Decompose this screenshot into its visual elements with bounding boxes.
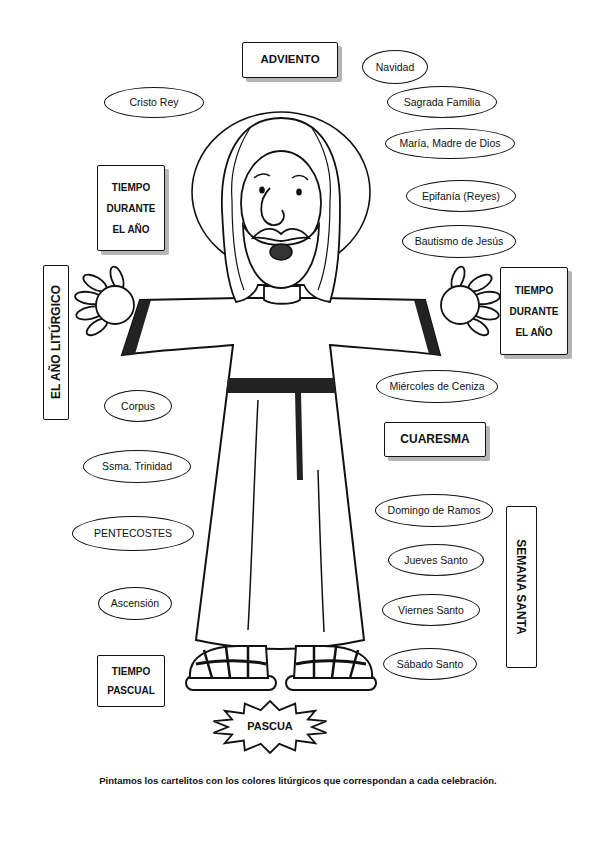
node-label: Bautismo de Jesús (415, 235, 504, 248)
season-box: ADVIENTO (242, 42, 338, 78)
robe-folds (248, 400, 324, 632)
title-band: SEMANA SANTA (506, 506, 537, 668)
caption-text: Pintamos los cartelitos con los colores … (0, 775, 596, 786)
mouth (270, 244, 292, 260)
feast-oval: Jueves Santo (388, 544, 484, 576)
left-sandal (186, 646, 276, 690)
node-label: Ascensión (111, 597, 159, 610)
node-label: TIEMPO DURANTE EL AÑO (506, 280, 562, 343)
node-label: ADVIENTO (260, 53, 319, 67)
node-label: Sábado Santo (397, 658, 464, 671)
node-label: Jueves Santo (404, 554, 468, 567)
season-box: CUARESMA (384, 422, 486, 457)
left-eye (259, 187, 265, 194)
season-box: TIEMPO DURANTE EL AÑO (500, 267, 568, 355)
node-label: EL AÑO LITÚRGICO (49, 285, 63, 399)
easter-burst: PASCUA (210, 699, 330, 755)
feast-oval: Ssma. Trinidad (83, 450, 191, 483)
node-label: Ssma. Trinidad (102, 460, 172, 473)
nose (261, 188, 284, 225)
feast-oval: Domingo de Ramos (375, 494, 494, 527)
node-label: Navidad (376, 61, 415, 74)
season-box: TIEMPO PASCUAL (97, 655, 165, 707)
mustache (253, 229, 309, 241)
right-hand (441, 265, 501, 339)
node-label: María, Madre de Dios (400, 137, 501, 150)
node-label: TIEMPO PASCUAL (103, 662, 159, 700)
node-label: Miércoles de Ceniza (389, 380, 484, 393)
feast-oval: Epifanía (Reyes) (406, 180, 516, 212)
node-label: TIEMPO DURANTE EL AÑO (103, 177, 159, 240)
right-sandal (286, 646, 376, 690)
node-label: Epifanía (Reyes) (422, 190, 500, 203)
starburst-shape (214, 701, 327, 753)
beard (243, 225, 319, 288)
node-label: Corpus (121, 400, 155, 413)
left-hand (74, 265, 134, 339)
node-label: CUARESMA (400, 432, 469, 446)
title-band: EL AÑO LITÚRGICO (43, 265, 69, 420)
right-eye (296, 189, 302, 196)
season-box: TIEMPO DURANTE EL AÑO (97, 165, 165, 251)
feast-oval: PENTECOSTES (72, 516, 194, 551)
node-label: SEMANA SANTA (514, 539, 528, 634)
feast-oval: Sagrada Familia (387, 86, 497, 118)
node-label: Cristo Rey (129, 96, 178, 109)
feast-oval: María, Madre de Dios (385, 128, 515, 159)
feast-oval: Sábado Santo (383, 648, 477, 680)
feast-oval: Corpus (104, 390, 172, 422)
node-label: Domingo de Ramos (388, 504, 481, 517)
feast-oval: Navidad (362, 50, 428, 84)
hair (222, 118, 340, 302)
feast-oval: Cristo Rey (104, 87, 204, 118)
node-label: PENTECOSTES (94, 527, 172, 540)
belt (226, 378, 336, 393)
feast-oval: Viernes Santo (382, 594, 480, 626)
node-label: Sagrada Familia (404, 96, 480, 109)
belt-strap (295, 392, 303, 480)
node-label: Viernes Santo (398, 604, 464, 617)
feast-oval: Bautismo de Jesús (402, 225, 517, 258)
feast-oval: Ascensión (98, 587, 172, 620)
left-cuff (122, 300, 151, 355)
feast-oval: Miércoles de Ceniza (376, 370, 497, 403)
node-label: PASCUA (247, 720, 293, 733)
eyebrows (254, 174, 308, 180)
right-cuff (414, 300, 440, 355)
hair-strands (232, 128, 331, 290)
